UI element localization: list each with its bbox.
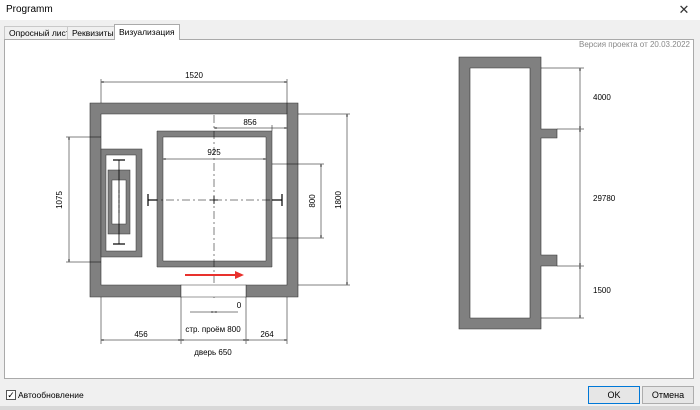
dim-264: 264 bbox=[260, 330, 274, 339]
dim-29780: 29780 bbox=[593, 194, 616, 203]
window-title: Programm bbox=[6, 4, 53, 15]
dim-456: 456 bbox=[134, 330, 148, 339]
dim-4000: 4000 bbox=[593, 93, 611, 102]
cabin bbox=[156, 130, 273, 268]
section-dimension-labels: 4000 29780 1500 bbox=[593, 93, 616, 295]
tab-visualization[interactable]: Визуализация bbox=[114, 24, 180, 40]
dim-800-depth: 800 bbox=[308, 194, 317, 208]
plan-dimensions bbox=[66, 79, 350, 344]
dim-1520: 1520 bbox=[185, 71, 203, 80]
dim-zero: 0 bbox=[237, 301, 242, 310]
section-dimensions bbox=[541, 67, 584, 319]
dim-1500: 1500 bbox=[593, 286, 611, 295]
dim-925: 925 bbox=[207, 148, 221, 157]
dim-1800: 1800 bbox=[334, 191, 343, 209]
autoupdate-checkbox[interactable]: ✓ bbox=[6, 390, 16, 400]
ok-button[interactable]: OK bbox=[588, 386, 640, 404]
dim-opening: стр. проём 800 bbox=[185, 325, 241, 334]
cancel-button[interactable]: Отмена bbox=[642, 386, 694, 404]
section-wall bbox=[458, 56, 558, 330]
door-opening bbox=[180, 284, 247, 298]
plan-dimension-labels: 1520 856 925 1075 800 1800 0 456 стр. пр… bbox=[55, 71, 343, 357]
title-bar: Programm ✕ bbox=[0, 0, 700, 20]
close-icon[interactable]: ✕ bbox=[678, 2, 690, 17]
autoupdate-label: Автообновление bbox=[18, 390, 84, 400]
taskbar-stripe bbox=[0, 406, 700, 410]
dim-856: 856 bbox=[243, 118, 257, 127]
dim-door: дверь 650 bbox=[194, 348, 232, 357]
shaft-plan bbox=[89, 102, 299, 298]
version-label: Версия проекта от 20.03.2022 bbox=[579, 40, 690, 49]
shaft-section bbox=[458, 56, 558, 330]
dim-1075: 1075 bbox=[55, 191, 64, 209]
